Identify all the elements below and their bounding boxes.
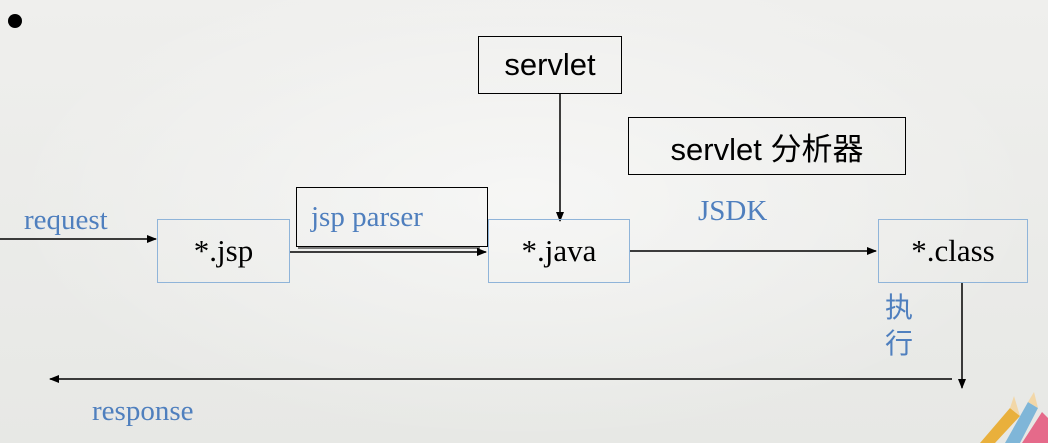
servlet-analyzer-box: servlet 分析器 xyxy=(628,117,906,175)
execute-char-1: 执 xyxy=(884,291,913,324)
request-label: request xyxy=(24,204,108,236)
pencils-decoration-icon xyxy=(980,392,1048,443)
jsp-file-box: *.jsp xyxy=(157,219,290,283)
bullet-point xyxy=(8,14,22,28)
jsdk-label: JSDK xyxy=(698,195,768,227)
java-file-box: *.java xyxy=(488,219,630,283)
execute-label: 执 行 xyxy=(884,290,914,362)
servlet-box: servlet xyxy=(478,36,622,94)
servlet-label: servlet xyxy=(504,47,596,82)
class-file-label: *.class xyxy=(911,233,995,268)
jsp-file-label: *.jsp xyxy=(193,233,254,268)
response-label: response xyxy=(92,395,194,427)
jsp-parser-label: jsp parser xyxy=(311,200,423,233)
class-file-box: *.class xyxy=(878,219,1028,283)
jsp-parser-box: jsp parser xyxy=(296,187,488,247)
servlet-analyzer-label: servlet 分析器 xyxy=(670,131,864,167)
execute-char-2: 行 xyxy=(884,327,913,360)
java-file-label: *.java xyxy=(521,233,597,268)
